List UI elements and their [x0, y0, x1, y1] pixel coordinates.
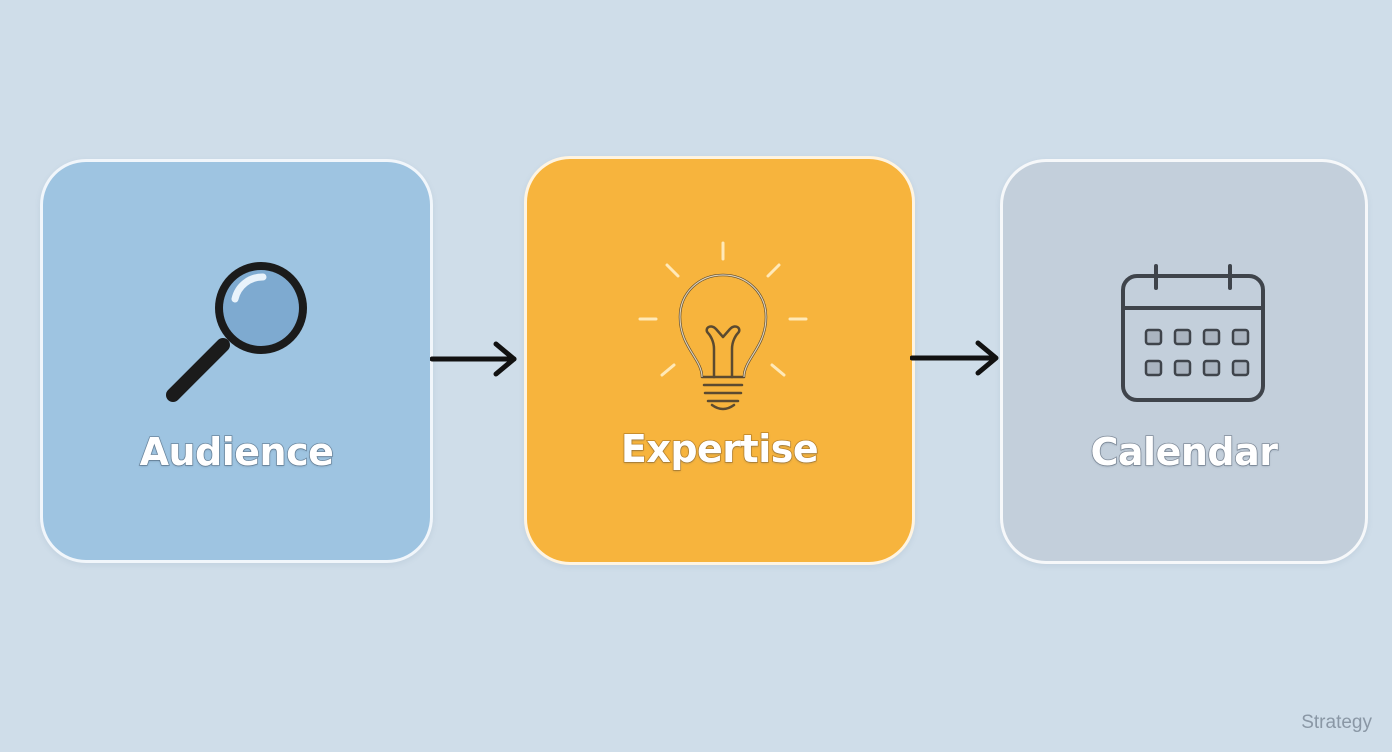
footer-label: Strategy [1301, 712, 1372, 733]
step-card-audience: Audience [40, 159, 433, 563]
lightbulb-icon [638, 241, 808, 411]
magnifying-glass-icon [166, 262, 307, 402]
calendar-icon [1121, 264, 1265, 402]
step-label-expertise: Expertise [620, 426, 819, 472]
step-label-audience: Audience [139, 429, 335, 475]
step-label-calendar: Calendar [1090, 429, 1279, 475]
step-card-calendar: Calendar [1000, 159, 1368, 564]
arrow-right-icon [430, 341, 517, 377]
step-card-expertise: Expertise [524, 156, 915, 565]
